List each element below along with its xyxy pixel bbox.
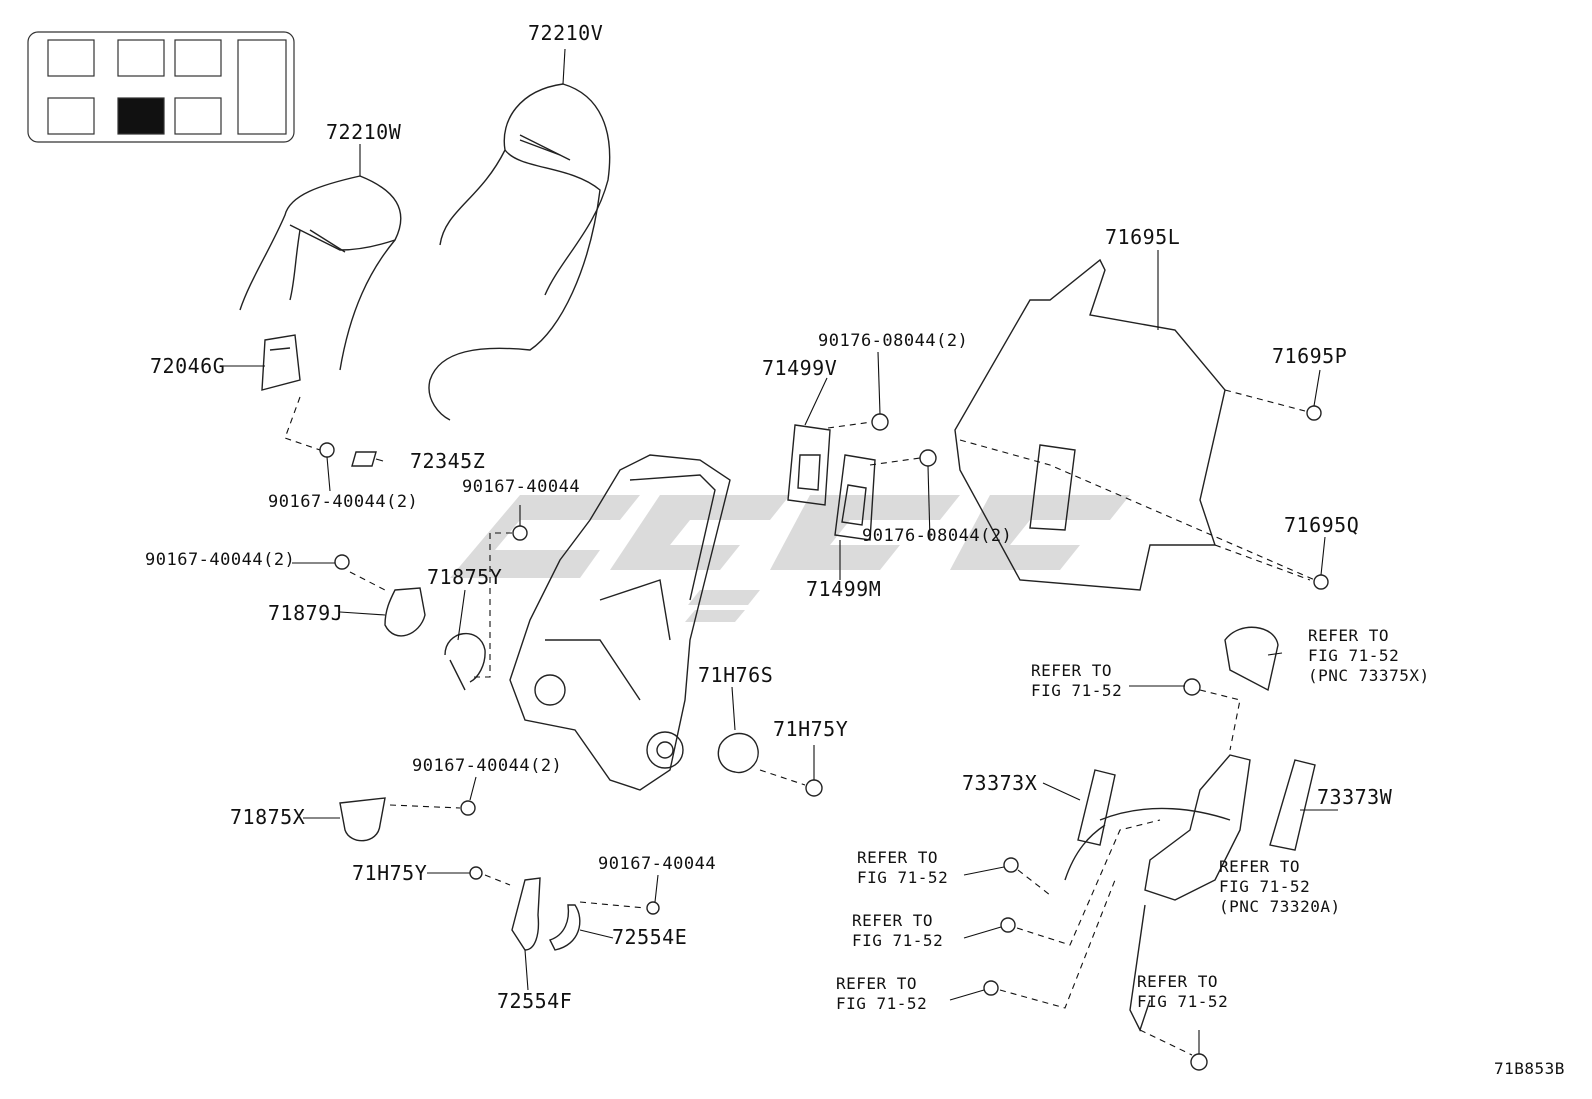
cable-72210V [428,83,611,421]
part-71499M [834,454,876,541]
seatback-frame [509,454,731,791]
label-71695P: 71695P [1272,344,1348,368]
part-71875Y [444,633,486,691]
leader-lines [222,48,1338,1054]
label-71499M: 71499M [806,577,882,601]
diagram-code: 71B853B [1494,1059,1565,1078]
part-71875X [339,797,386,842]
part-71499V [787,424,831,506]
label-71H75Y-b: 71H75Y [352,861,428,885]
label-71H76S: 71H76S [698,663,774,687]
label-73373W: 73373W [1317,785,1393,809]
refer-note-nut-a: REFER TO FIG 71-52 [857,848,949,887]
label-72554F: 72554F [497,989,573,1013]
part-72554E [549,904,581,951]
refer-note-73375X: REFER TO FIG 71-52 (PNC 73375X) [1308,626,1430,685]
label-90167-40044-a: 90167-40044(2) [268,492,419,512]
label-71875X: 71875X [230,805,306,829]
label-71879J: 71879J [268,601,344,625]
refer-note-nut-c: REFER TO FIG 71-52 [836,974,928,1013]
part-71H76S [717,732,759,774]
label-72554E: 72554E [612,925,688,949]
part-72554F [511,877,541,951]
refer-note-bolt-top: REFER TO FIG 71-52 [1031,661,1123,700]
part-73373W [1269,759,1316,851]
label-90167-40044-b: 90167-40044 [462,477,581,497]
refer-note-73320A: REFER TO FIG 71-52 (PNC 73320A) [1219,857,1341,916]
label-71499V: 71499V [762,356,838,380]
watermark-logo [450,495,1130,622]
part-71879J [384,587,426,637]
label-72345Z: 72345Z [410,449,486,473]
label-71695Q: 71695Q [1284,513,1360,537]
label-73373X: 73373X [962,771,1038,795]
label-72046G: 72046G [150,354,226,378]
label-72210V: 72210V [528,21,604,45]
seat-locator-thumbnail [27,31,295,143]
part-71695L [954,258,1226,591]
label-90167-40044-c: 90167-40044(2) [145,550,296,570]
label-71695L: 71695L [1105,225,1181,249]
label-90167-40044-d: 90167-40044(2) [412,756,563,776]
part-73375X-cap [1224,626,1279,692]
belt-retractor-assembly [1064,754,1251,1032]
label-72210W: 72210W [326,120,402,144]
part-73373X [1077,769,1116,846]
refer-note-bolt-bottom: REFER TO FIG 71-52 [1137,972,1229,1011]
label-90167-40044-e: 90167-40044 [598,854,717,874]
refer-note-nut-b: REFER TO FIG 71-52 [852,911,944,950]
part-72345Z [351,451,377,467]
label-90176-08044-a: 90176-08044(2) [818,331,969,351]
label-71875Y: 71875Y [427,565,503,589]
part-72046G [261,334,301,391]
cable-72210W [239,175,402,371]
label-71H75Y-a: 71H75Y [773,717,849,741]
label-90176-08044-b: 90176-08044(2) [862,526,1013,546]
dashed-assembly-lines [284,389,1316,1056]
